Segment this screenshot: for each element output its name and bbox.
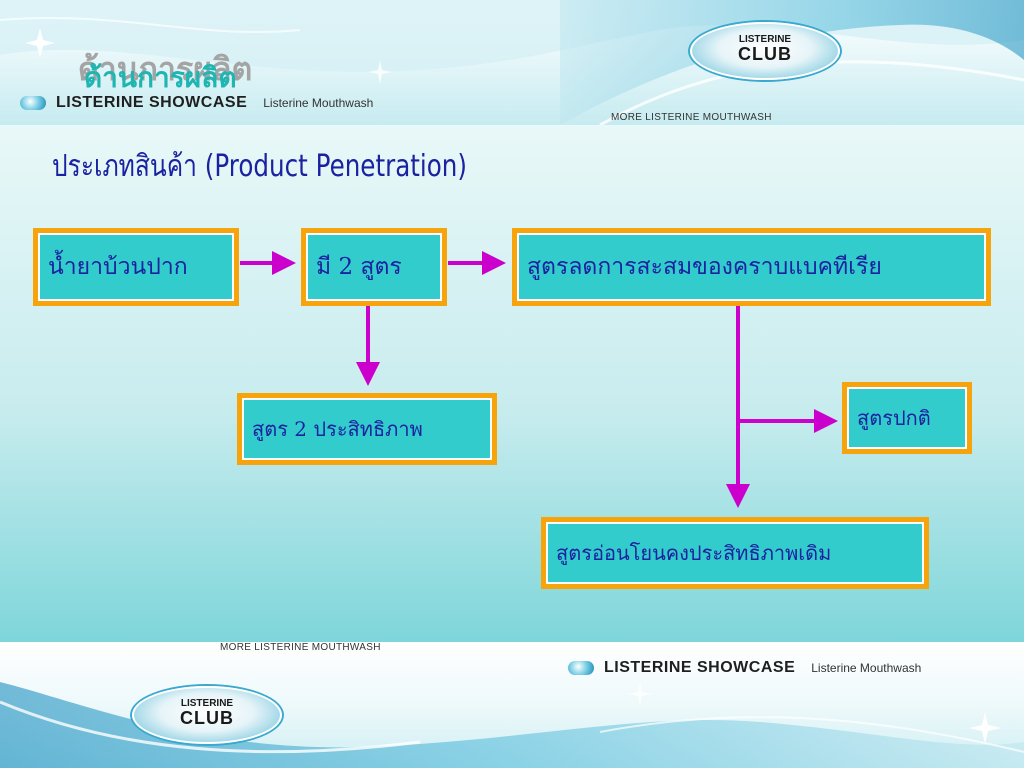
listerine-club-logo: LISTERINE CLUB <box>690 22 840 80</box>
box-regular-label: สูตรปกติ <box>857 406 931 430</box>
page-title: ด้านการผลิต <box>84 61 237 94</box>
brand-pill-icon <box>20 96 46 110</box>
footer-wave-graphic <box>0 682 1024 768</box>
box-regular: สูตรปกติ <box>842 382 972 454</box>
box-mouthwash-label: น้ำยาบ้วนปาก <box>48 254 188 280</box>
club-logo-line2: CLUB <box>738 44 792 64</box>
slide-content: ประเภทสินค้า (Product Penetration) น้ำยา… <box>0 125 1024 642</box>
footer-banner: MORE LISTERINE MOUTHWASH LISTERINE SHOWC… <box>0 642 1024 768</box>
box-two-formulas: มี 2 สูตร <box>301 228 447 306</box>
header-banner: ด้านการผลิต ด้านการผลิต LISTERINE SHOWCA… <box>0 0 1024 125</box>
box-reduce-plaque: สูตรลดการสะสมของคราบแบคทีเรีย <box>512 228 991 306</box>
box-mild-label: สูตรอ่อนโยนคงประสิทธิภาพเดิม <box>556 541 832 565</box>
footer-brand-row: LISTERINE SHOWCASE Listerine Mouthwash <box>568 658 921 678</box>
footer-club-logo-line2: CLUB <box>180 708 234 728</box>
footer-brand-tagline: Listerine Mouthwash <box>811 661 922 675</box>
more-mouthwash-text: MORE LISTERINE MOUTHWASH <box>611 112 772 123</box>
footer-club-logo-line1: LISTERINE <box>180 698 234 709</box>
box-mouthwash: น้ำยาบ้วนปาก <box>33 228 239 306</box>
flow-arrows <box>240 251 838 508</box>
sparkle-icon <box>628 682 1001 744</box>
sparkle-icon <box>25 28 392 84</box>
box-two-efficacy-label: สูตร 2 ประสิทธิภาพ <box>252 417 423 441</box>
footer-brand-pill-icon <box>568 661 594 675</box>
box-mild: สูตรอ่อนโยนคงประสิทธิภาพเดิม <box>541 517 929 589</box>
box-two-formulas-label: มี 2 สูตร <box>316 254 402 280</box>
page-title-shadow: ด้านการผลิต <box>78 50 253 88</box>
footer-brand-name: LISTERINE SHOWCASE <box>604 659 796 676</box>
slide-subtitle: ประเภทสินค้า (Product Penetration) <box>52 149 467 184</box>
footer-more-mouthwash-text: MORE LISTERINE MOUTHWASH <box>220 642 381 653</box>
box-reduce-plaque-label: สูตรลดการสะสมของคราบแบคทีเรีย <box>527 254 882 280</box>
brand-name: LISTERINE SHOWCASE <box>56 94 248 111</box>
footer-listerine-club-logo: LISTERINE CLUB <box>132 686 282 744</box>
club-logo-line1: LISTERINE <box>738 34 792 45</box>
box-two-efficacy: สูตร 2 ประสิทธิภาพ <box>237 393 497 465</box>
header-brand-row: LISTERINE SHOWCASE Listerine Mouthwash <box>20 93 373 113</box>
brand-tagline: Listerine Mouthwash <box>263 96 374 110</box>
